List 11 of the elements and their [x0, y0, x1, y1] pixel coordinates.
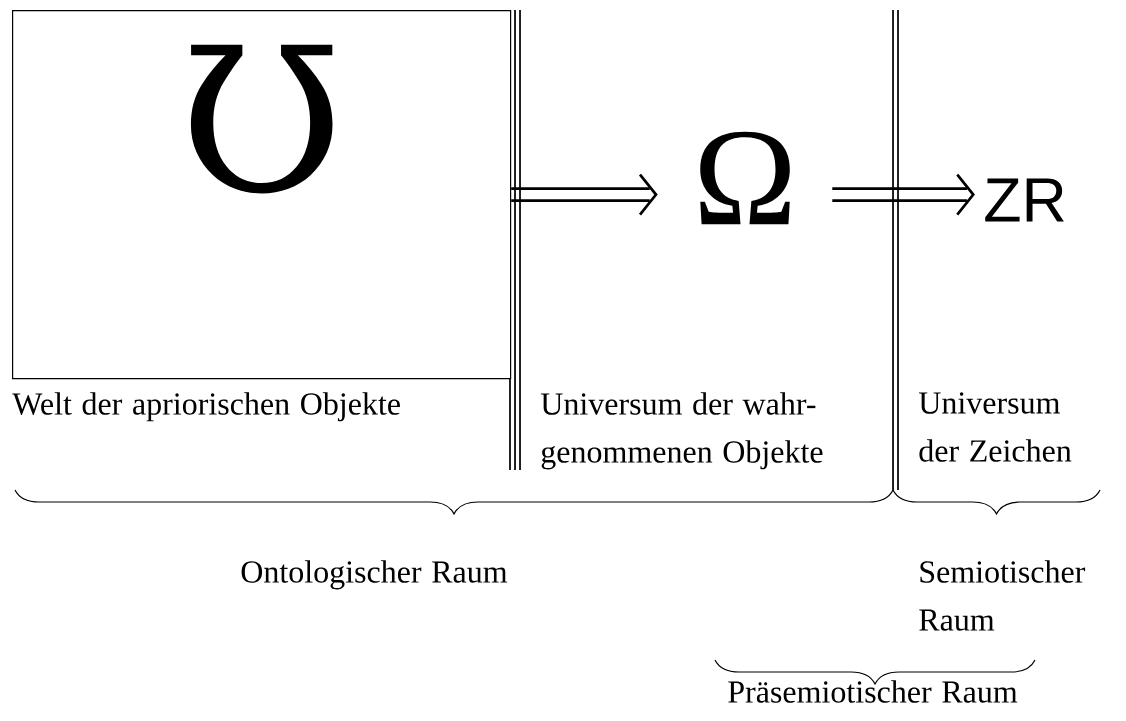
brace-label: Ontologischer Raum	[241, 560, 508, 590]
node-label: Welt der apriorischen Objekte	[12, 392, 400, 422]
double-arrow	[830, 173, 975, 216]
symbol: Ω	[700, 131, 790, 225]
brace-label: Semiotischer Raum	[919, 560, 1086, 631]
double-arrow	[509, 173, 658, 216]
symbol-box: Ʊ	[12, 10, 512, 380]
symbol: ZR	[985, 178, 1064, 222]
node-label: Universum der Zeichen	[918, 392, 1072, 462]
node-label: Universum der wahr-genommenen Objekte	[540, 392, 823, 470]
brace-label: Präsemiotischer Raum	[728, 680, 1018, 703]
